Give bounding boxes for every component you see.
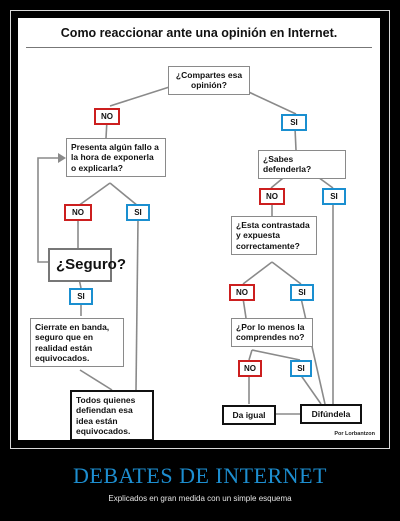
tag-si-comprendes: SI <box>290 360 312 377</box>
caption-subtitle: Explicados en gran medida con un simple … <box>108 494 292 503</box>
author-credit: Por Lorbantzon <box>334 431 375 437</box>
tag-no-comprendes: NO <box>238 360 262 377</box>
connector-si-sabes <box>294 127 297 151</box>
connector-contrastada-no <box>242 261 273 285</box>
node-sabes-defenderla: ¿Sabes defenderla? <box>258 150 346 179</box>
loop-arrowhead <box>58 153 66 163</box>
tag-si-seguro: SI <box>69 288 93 305</box>
connector-presenta-no <box>77 182 111 207</box>
flowchart-title: Como reaccionar ante una opinión en Inte… <box>60 26 338 40</box>
connector-comprendes-si <box>251 349 301 361</box>
tag-no-presenta: NO <box>64 204 92 221</box>
tag-si-contrastada: SI <box>290 284 314 301</box>
tag-si-compartes: SI <box>281 114 307 131</box>
node-difundela: Difúndela <box>300 404 362 425</box>
caption-title: DEBATES DE INTERNET <box>73 463 327 488</box>
connector-si-difundela <box>299 373 322 405</box>
node-comprendes: ¿Por lo menos la comprendes no? <box>231 318 313 347</box>
connector-comprendes-no <box>248 349 253 361</box>
node-todos-equivocados: Todos quienes defiendan esa idea están e… <box>70 390 154 440</box>
node-seguro: ¿Seguro? <box>48 248 126 283</box>
tag-no-contrastada: NO <box>229 284 255 301</box>
node-da-igual: Da igual <box>222 405 276 426</box>
node-presenta-fallo: Presenta algún fallo a la hora de expone… <box>66 138 166 178</box>
connector-no-comprendes <box>242 297 247 319</box>
flowchart-panel: Como reaccionar ante una opinión en Inte… <box>18 18 380 440</box>
node-contrastada: ¿Esta contrastada y expuesta correctamen… <box>231 216 317 256</box>
tag-si-sabes: SI <box>322 188 346 205</box>
node-cierrate-en-banda: Cierrate en banda, seguro que en realida… <box>30 318 124 368</box>
connector-si-todos <box>135 219 139 391</box>
connector-contrastada-si-difundela <box>300 297 326 405</box>
node-compartes-opinion: ¿Compartes esa opinión? <box>168 66 250 95</box>
connector-presenta-si <box>109 182 139 207</box>
connector-contrastada-si <box>271 261 302 285</box>
loop-connector <box>37 157 58 263</box>
tag-no-sabes: NO <box>259 188 285 205</box>
tag-si-presenta: SI <box>126 204 150 221</box>
tag-no-compartes: NO <box>94 108 120 125</box>
title-divider <box>26 47 372 48</box>
connector-cierrate-todos <box>79 369 113 391</box>
